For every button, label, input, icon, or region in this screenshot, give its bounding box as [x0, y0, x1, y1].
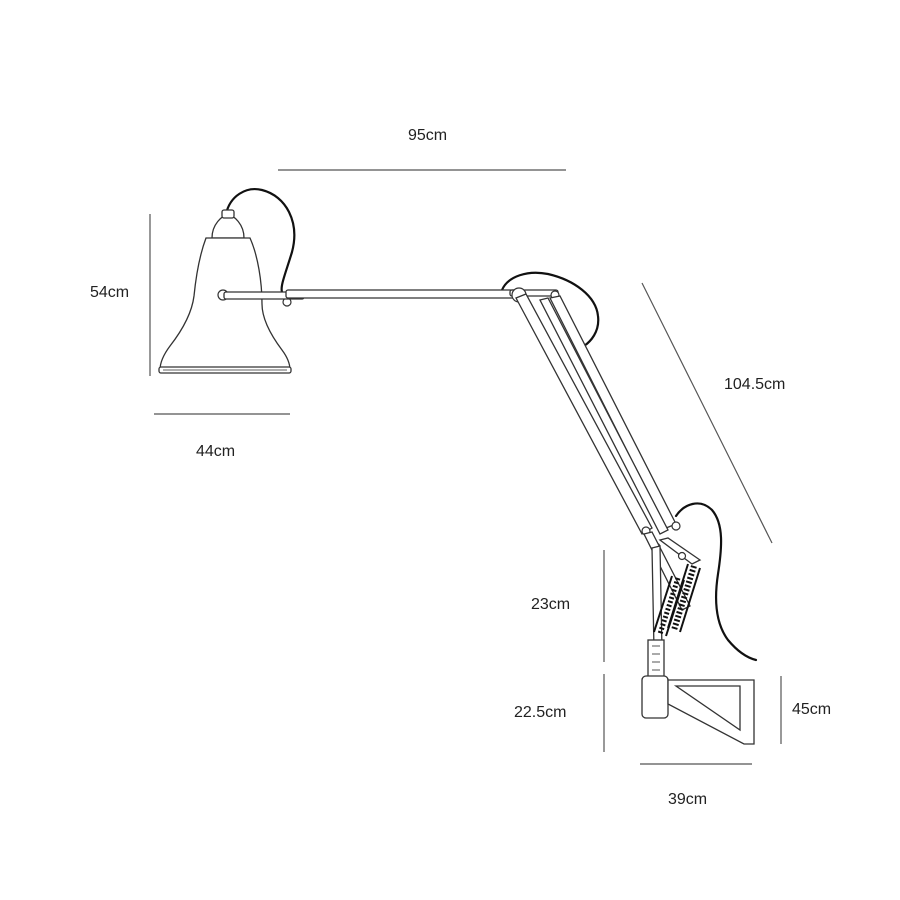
lamp-shade: [158, 209, 292, 374]
lamp-cable-top: [224, 188, 296, 294]
dim-label-shade-width: 44cm: [196, 443, 236, 460]
lamp-upper-arm: [223, 287, 560, 303]
lamp-spring-right: [667, 563, 701, 633]
dim-label-diagonal-arm: 104.5cm: [724, 376, 786, 393]
lamp-cable-lower: [674, 502, 758, 662]
dim-line-diagonal-arm: [641, 282, 773, 544]
lamp-diagonal-arm: [515, 293, 681, 552]
dim-label-bracket-height-left: 22.5cm: [514, 704, 567, 721]
dim-label-arm-reach: 95cm: [408, 127, 448, 144]
dim-label-lower-arm: 23cm: [531, 596, 571, 613]
lamp-lower-arm: [643, 531, 702, 651]
lamp-cable-middle: [500, 271, 600, 348]
dim-label-bracket-height-right: 45cm: [792, 701, 832, 718]
lamp-wall-bracket: [641, 639, 755, 745]
dim-label-bracket-depth: 39cm: [668, 791, 708, 808]
dim-label-shade-height: 54cm: [90, 284, 130, 301]
